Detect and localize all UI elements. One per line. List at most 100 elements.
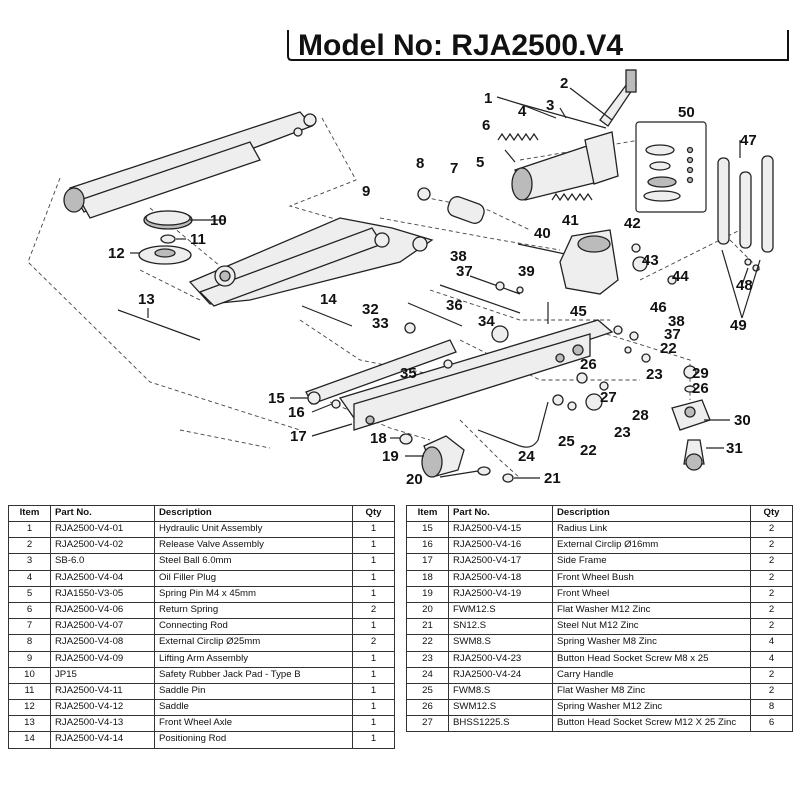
callout-49: 49 [730,317,747,334]
cell-qty: 1 [352,537,395,555]
cell-description: Spring Pin M4 x 45mm [154,585,353,603]
cell-part-no: RJA2500-V4-12 [50,699,155,717]
header-qty: Qty [352,505,395,522]
callout-28: 28 [632,407,649,424]
cell-qty: 1 [352,666,395,684]
cell-qty: 1 [352,682,395,701]
cell-part-no: RJA2500-V4-13 [50,715,155,733]
callout-3: 3 [546,97,554,114]
cell-part-no: RJA2500-V4-06 [50,601,155,620]
cell-qty: 4 [750,634,793,652]
callout-23b: 23 [614,424,631,441]
cell-description: Front Wheel [552,585,751,603]
callout-37b: 37 [664,326,681,343]
cell-part-no: RJA2500-V4-14 [50,731,155,749]
cell-qty: 1 [352,520,395,539]
cell-qty: 2 [352,634,395,652]
callout-13: 13 [138,291,155,308]
callout-45: 45 [570,303,587,320]
handle-part [63,111,317,219]
cell-part-no: JP15 [50,666,155,684]
cell-item: 17 [406,553,449,571]
cell-part-no: SN12.S [448,618,553,636]
cell-item: 24 [406,666,449,684]
lifting-arm-part [188,217,434,307]
cell-description: Front Wheel Axle [154,715,353,733]
header-description: Description [154,505,353,522]
cell-description: Lifting Arm Assembly [154,650,353,668]
model-title: Model No: RJA2500.V4 [298,29,623,62]
callout-32: 32 [362,301,379,318]
callout-26a: 26 [580,356,597,373]
cell-item: 2 [8,537,51,555]
cell-qty: 2 [750,553,793,571]
saddle-parts [138,210,193,265]
hydraulic-unit-part [447,69,637,224]
cell-qty: 1 [352,585,395,603]
cell-qty: 2 [750,682,793,701]
exploded-parts-diagram: Model No: RJA2500.V4 [27,29,789,488]
header-qty: Qty [750,505,793,522]
cell-description: Saddle Pin [154,682,353,701]
callout-7: 7 [450,160,458,177]
cell-qty: 1 [352,731,395,749]
callout-21: 21 [544,470,561,487]
cell-item: 16 [406,537,449,555]
cell-item: 10 [8,666,51,684]
cell-description: Safety Rubber Jack Pad - Type B [154,666,353,684]
cell-description: Button Head Socket Screw M12 X 25 Zinc [552,715,751,733]
cell-item: 8 [8,634,51,652]
callout-34: 34 [478,313,495,330]
cell-qty: 1 [352,699,395,717]
cell-part-no: RJA2500-V4-08 [50,634,155,652]
callout-15: 15 [268,390,285,407]
cell-item: 15 [406,520,449,539]
cell-item: 14 [8,731,51,749]
callout-37a: 37 [456,263,473,280]
callout-5: 5 [476,154,484,171]
cell-item: 27 [406,715,449,733]
cell-part-no: RJA2500-V4-01 [50,520,155,539]
callout-22b: 22 [580,442,597,459]
cell-part-no: BHSS1225.S [448,715,553,733]
callout-46: 46 [650,299,667,316]
cell-qty: 2 [750,537,793,555]
cell-part-no: SWM8.S [448,634,553,652]
callout-23a: 23 [646,366,663,383]
cell-description: Radius Link [552,520,751,539]
cell-part-no: RJA1550-V3-05 [50,585,155,603]
callout-30: 30 [734,412,751,429]
front-wheel-part [399,433,514,483]
callout-44: 44 [672,268,689,285]
callout-24: 24 [518,448,535,465]
callout-25: 25 [558,433,575,450]
return-springs [497,132,593,202]
cell-description: Spring Washer M12 Zinc [552,699,751,717]
cell-description: Hydraulic Unit Assembly [154,520,353,539]
cell-item: 18 [406,569,449,587]
callout-41: 41 [562,212,579,229]
header-item: Item [406,505,449,522]
radius-link-part [305,339,457,409]
callout-20: 20 [406,471,423,488]
cell-description: Return Spring [154,601,353,620]
callout-50: 50 [678,104,695,121]
cell-description: Steel Nut M12 Zinc [552,618,751,636]
cell-part-no: SWM12.S [448,699,553,717]
callout-31: 31 [726,440,743,457]
callout-19: 19 [382,448,399,465]
cell-qty: 2 [750,520,793,539]
cell-item: 13 [8,715,51,733]
